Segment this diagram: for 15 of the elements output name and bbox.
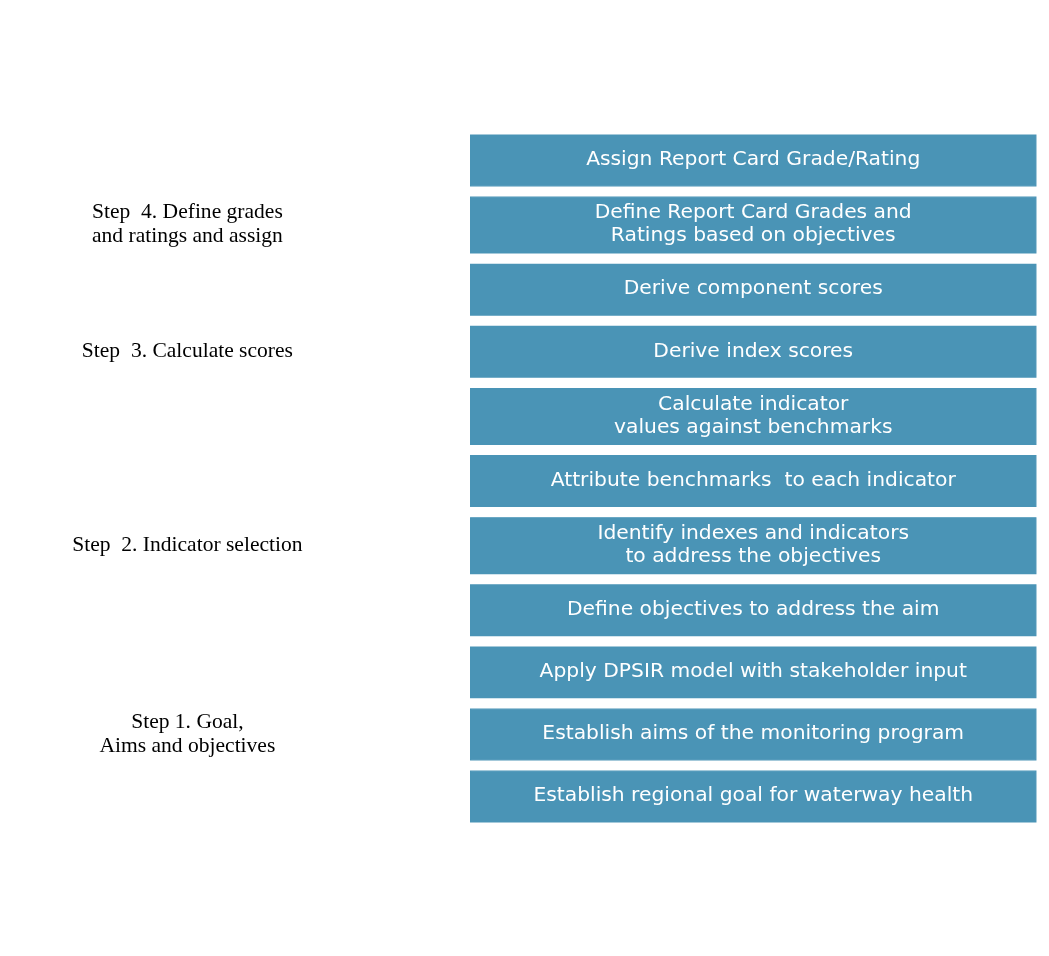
node-box: Derive component scores — [470, 263, 1037, 316]
node-box: Define objectives to address the aim — [470, 583, 1037, 636]
node-box: Define Report Card Grades and Ratings based on objectives — [470, 196, 1037, 254]
label: Step 2. Indicator selection — [72, 531, 303, 556]
node-box: Establish regional goal for waterway health — [470, 770, 1037, 823]
node-box: Derive index scores — [470, 325, 1037, 378]
label: Step 1. Goal, Aims and objectives — [99, 708, 276, 757]
node-box: Apply DPSIR model with stakeholder input — [470, 645, 1037, 698]
node-box: Calculate indicator values against benchmarks — [470, 387, 1037, 445]
node-box: Attribute benchmarks to each indicator — [470, 454, 1037, 507]
node-box: Establish aims of the monitoring program — [470, 708, 1037, 760]
label: Step 4. Define grades and ratings and assign — [92, 198, 283, 247]
label: Step 3. Calculate scores — [81, 337, 293, 362]
node-box: Assign Report Card Grade/Rating — [470, 133, 1037, 186]
node-box: Identify indexes and indicators to address the objectives — [470, 516, 1037, 574]
